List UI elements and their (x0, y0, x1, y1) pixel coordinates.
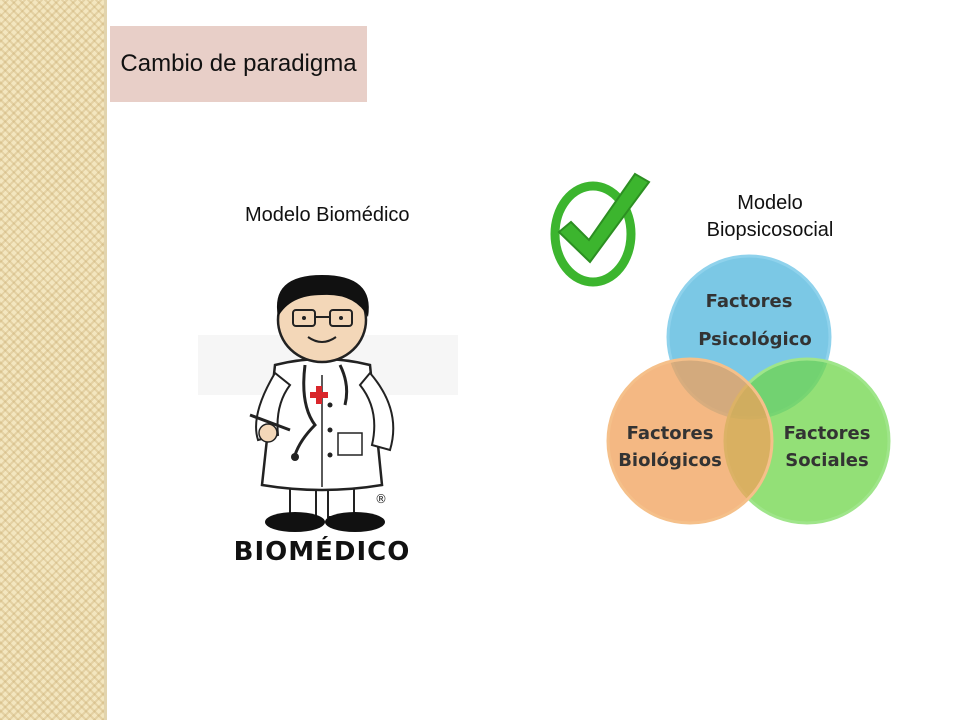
label-modelo-biomedico: Modelo Biomédico (245, 204, 410, 226)
label-psicologico-line1: Factores (706, 291, 793, 312)
label-modelo-biopsicosocial: Modelo Biopsicosocial (706, 192, 834, 241)
label-biologicos-line1: Factores (627, 423, 714, 444)
registered-mark: ® (375, 492, 387, 506)
slide-title: Cambio de paradigma (110, 26, 367, 102)
doctor-hair (276, 275, 369, 317)
decorative-left-strip (0, 0, 104, 720)
venn-diagram: Factores Psicológico Factores Biológicos… (606, 254, 891, 525)
doctor-illustration: ® BIOMÉDICO (198, 275, 458, 567)
decorative-left-edge (104, 0, 107, 720)
label-sociales-line1: Factores (784, 423, 871, 444)
circle-biologicos (606, 357, 774, 525)
left-shoe (265, 512, 325, 532)
stethoscope (293, 364, 317, 456)
label-sociales-line2: Sociales (785, 450, 868, 471)
right-shoe (325, 512, 385, 532)
biomedico-caption: BIOMÉDICO (234, 535, 411, 567)
check-icon (550, 172, 651, 287)
label-psicologico-line2: Psicológico (698, 329, 811, 350)
label-biologicos-line2: Biológicos (618, 450, 722, 471)
